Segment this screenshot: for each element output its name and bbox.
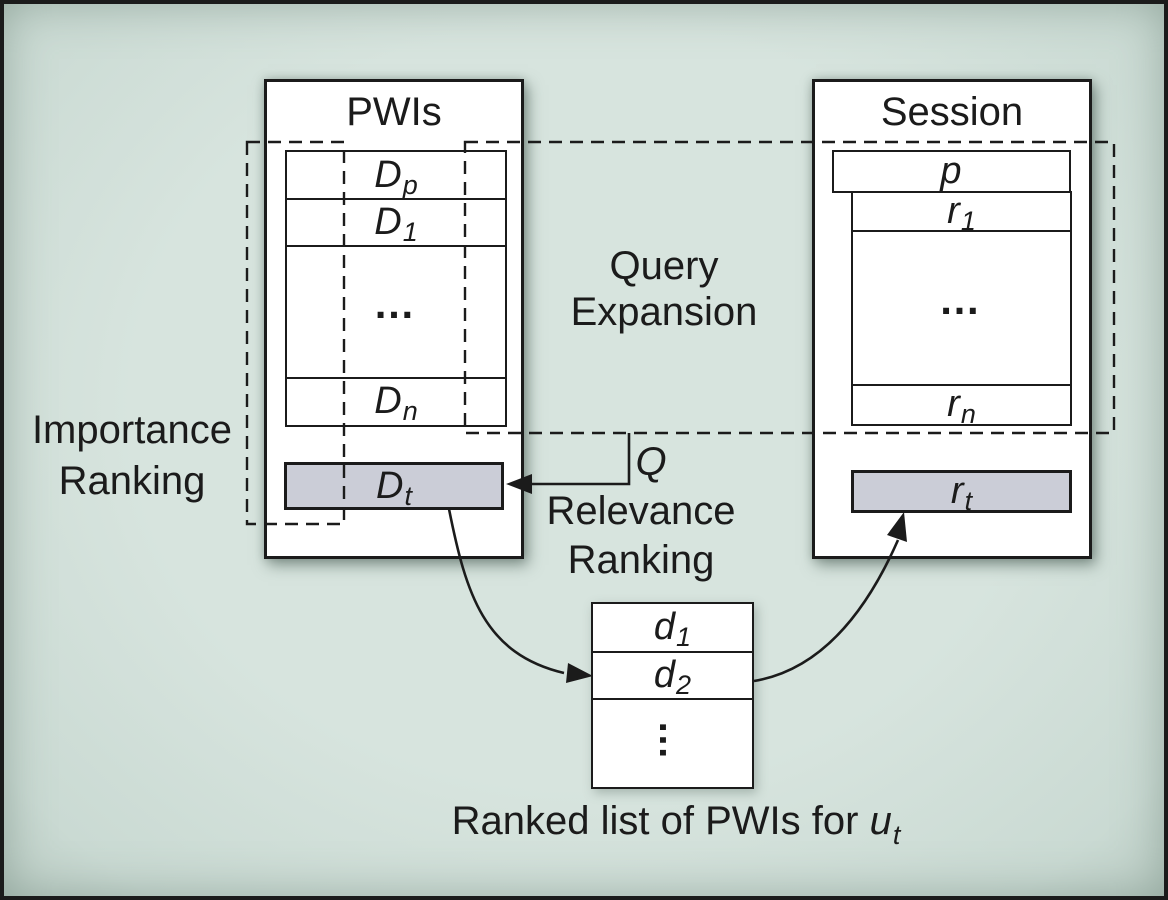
importance-ranking-label: Importance Ranking [31,408,233,503]
math-base: r [947,383,960,425]
horizontal-ellipsis: … [373,280,419,327]
math-sub: t [964,486,973,516]
math-sub: 1 [402,217,418,247]
math-base: d [653,606,676,648]
math-sub: 2 [676,670,692,700]
math-base: D [374,201,402,243]
dt-to-ranked-arrowhead [566,663,593,683]
horizontal-ellipsis: … [938,276,985,323]
math-base: D [374,153,402,196]
query-symbol-label: Q [635,440,667,484]
math-base: r [950,470,964,512]
pwis-row-ellipsis: … [287,247,505,379]
pwis-panel-title: PWIs [346,89,442,134]
math-sub: t [404,480,412,511]
session-row-ellipsis: … [853,232,1070,386]
math-base: D [374,380,402,422]
query-expansion-label: Query Expansion [570,244,758,334]
query-arrow-line [531,433,631,486]
relevance-ranking-label: Relevance Ranking [546,489,736,582]
caption-var-sub: t [892,820,901,850]
session-row-p: p [832,150,1071,193]
math-sub: 1 [960,206,976,236]
ranked-list-caption: Ranked list of PWIs for ut [451,799,901,850]
math-sub: 1 [676,622,692,652]
ranked-row-ellipsis: … [650,720,695,766]
ranked-to-rt-arrow-line [753,539,900,683]
math-sub: n [402,396,418,426]
math-sub: p [402,169,418,200]
math-sub: n [960,399,976,429]
caption-var-base: u [869,799,892,843]
math-base: p [940,149,962,192]
math-base: r [947,190,960,232]
caption-text: Ranked list of PWIs for [451,799,859,843]
session-panel-title: Session [880,89,1024,134]
math-base: d [653,654,676,696]
math-base: D [376,464,404,507]
